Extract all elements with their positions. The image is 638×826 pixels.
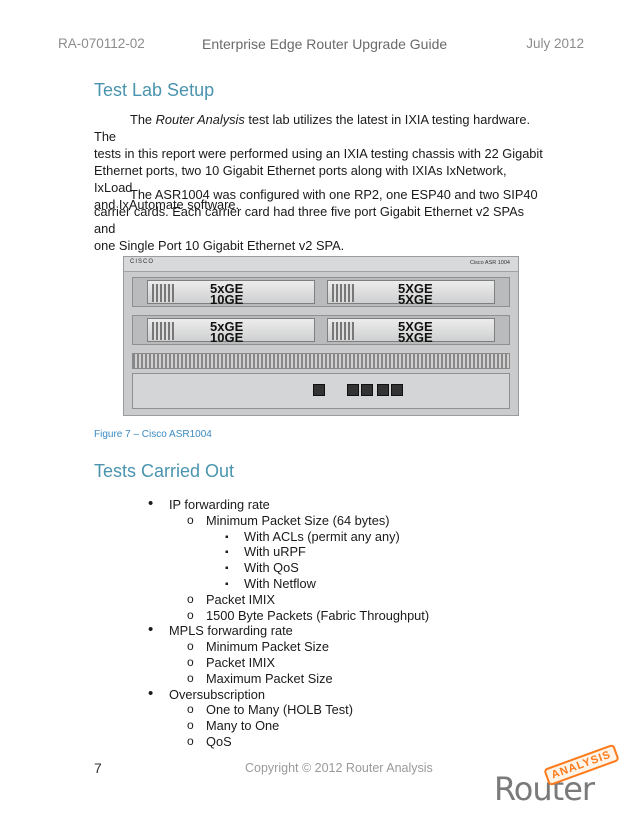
spa-label: 10GE (210, 292, 244, 307)
section-heading-test-lab-setup: Test Lab Setup (94, 80, 215, 100)
router-analysis-emphasis: Router Analysis (155, 112, 245, 127)
circle-bullet-icon: o (187, 670, 194, 685)
square-bullet-icon: ▪ (225, 531, 229, 543)
list-item-text: One to Many (HOLB Test) (206, 702, 353, 718)
list-item-text: With uRPF (244, 544, 306, 560)
square-bullet-icon: ▪ (225, 547, 229, 559)
port-icon (347, 384, 359, 396)
list-item-text: Minimum Packet Size (64 bytes) (206, 512, 390, 528)
list-item: ▪ With Netflow (225, 576, 316, 592)
spa-label: 5XGE (398, 319, 433, 334)
list-item: o Maximum Packet Size (187, 670, 333, 687)
circle-bullet-icon: o (187, 655, 194, 669)
footer-copyright: Copyright © 2012 Router Analysis (245, 761, 433, 775)
list-item: o Minimum Packet Size (64 bytes) (187, 512, 390, 529)
spa-label: 5XGE (398, 281, 433, 296)
logo-wordmark: Router (494, 770, 595, 808)
text-line: tests in this report were performed usin… (94, 146, 543, 161)
list-item: o Packet IMIX (187, 591, 275, 608)
carrier-card-row-2: 5xGE 10GE 5XGE 5XGE (132, 315, 510, 345)
chassis-fan-grille (132, 353, 510, 369)
port-icon (361, 384, 373, 396)
port-icon (377, 384, 389, 396)
chassis-top-bar: CISCO Cisco ASR 1004 (124, 257, 518, 272)
circle-bullet-icon: o (187, 702, 194, 717)
list-item: o Many to One (187, 718, 280, 734)
vent-icon (152, 284, 174, 302)
list-item-text: Oversubscription (169, 686, 266, 702)
list-item: • MPLS forwarding rate (148, 622, 293, 639)
router-analysis-logo: Router ANALYSIS (494, 743, 620, 808)
text-run: The (130, 112, 156, 127)
route-processor-panel (132, 373, 510, 409)
text-line: and IxAutomate software. (94, 197, 240, 212)
list-item-text: With QoS (244, 560, 299, 576)
section-heading-tests-carried-out: Tests Carried Out (94, 461, 235, 481)
square-bullet-icon: ▪ (225, 563, 229, 575)
list-item: o 1500 Byte Packets (Fabric Throughput) (187, 607, 430, 624)
text-line: Ethernet ports, two 10 Gigabit Ethernet … (94, 163, 507, 195)
list-item: o QoS (187, 734, 232, 750)
cisco-asr1004-photo: CISCO Cisco ASR 1004 5xGE 10GE 5XGE 5XGE… (123, 256, 519, 416)
vent-icon (332, 284, 354, 302)
port-icon (391, 384, 403, 396)
list-item-text: Packet IMIX (206, 591, 275, 607)
paragraph-asr1004-config: The ASR1004 was configured with one RP2,… (94, 186, 546, 254)
list-item: ▪ With ACLs (permit any any) (225, 528, 400, 545)
vent-icon (332, 322, 354, 340)
text-line: The ASR1004 was configured with one RP2,… (130, 187, 538, 202)
port-icon (313, 384, 325, 396)
list-item-text: Maximum Packet Size (206, 670, 333, 686)
circle-bullet-icon: o (187, 639, 194, 654)
bullet-icon: • (148, 495, 154, 512)
circle-bullet-icon: o (187, 512, 194, 527)
circle-bullet-icon: o (187, 734, 194, 748)
list-item-text: With Netflow (244, 576, 316, 591)
list-item: • IP forwarding rate (148, 496, 270, 513)
chassis-model-label: Cisco ASR 1004 (469, 260, 510, 266)
circle-bullet-icon: o (187, 718, 194, 733)
list-item: o Packet IMIX (187, 655, 275, 671)
vent-icon (152, 322, 174, 340)
document-date: July 2012 (526, 36, 584, 51)
figure-caption: Figure 7 – Cisco ASR1004 (94, 429, 212, 440)
spa-card: 5xGE 10GE (147, 280, 315, 307)
list-item-text: 1500 Byte Packets (Fabric Throughput) (206, 607, 430, 623)
carrier-card-row-1: 5xGE 10GE 5XGE 5XGE (132, 277, 510, 307)
text-line: one Single Port 10 Gigabit Ethernet v2 S… (94, 238, 345, 253)
bullet-icon: • (148, 684, 154, 702)
page-number: 7 (94, 760, 102, 776)
spa-label: 5xGE (210, 319, 244, 334)
spa-card: 5XGE 5XGE (327, 280, 495, 307)
spa-label: 10GE (210, 330, 244, 345)
bullet-icon: • (148, 621, 154, 639)
paragraph-test-lab-intro: The Router Analysis test lab utilizes th… (94, 111, 546, 213)
list-item: ▪ With QoS (225, 560, 299, 576)
circle-bullet-icon: o (187, 607, 194, 622)
spa-card: 5xGE 10GE (147, 318, 315, 345)
list-item-text: Many to One (206, 718, 280, 734)
cisco-logo: CISCO (130, 259, 155, 265)
spa-label: 5XGE (398, 330, 433, 345)
spa-label: 5XGE (398, 292, 433, 307)
document-id: RA-070112-02 (58, 36, 145, 51)
list-item-text: QoS (206, 734, 232, 749)
text-run: test lab utilizes the latest in IXIA tes… (94, 112, 531, 144)
list-item: o Minimum Packet Size (187, 639, 330, 655)
document-title: Enterprise Edge Router Upgrade Guide (202, 36, 448, 52)
text-line: carrier cards. Each carrier card had thr… (94, 204, 525, 236)
list-item: ▪ With uRPF (225, 544, 306, 560)
spa-card: 5XGE 5XGE (327, 318, 495, 345)
square-bullet-icon: ▪ (225, 579, 229, 590)
list-item: o One to Many (HOLB Test) (187, 702, 353, 718)
circle-bullet-icon: o (187, 591, 194, 606)
list-item-text: Packet IMIX (206, 655, 275, 670)
list-item: • Oversubscription (148, 685, 266, 703)
spa-label: 5xGE (210, 281, 244, 296)
page-header: RA-070112-02 Enterprise Edge Router Upgr… (58, 36, 584, 56)
list-item-text: With ACLs (permit any any) (244, 528, 400, 544)
list-item-text: MPLS forwarding rate (169, 623, 293, 639)
list-item-text: IP forwarding rate (169, 497, 270, 512)
list-item-text: Minimum Packet Size (206, 639, 330, 655)
